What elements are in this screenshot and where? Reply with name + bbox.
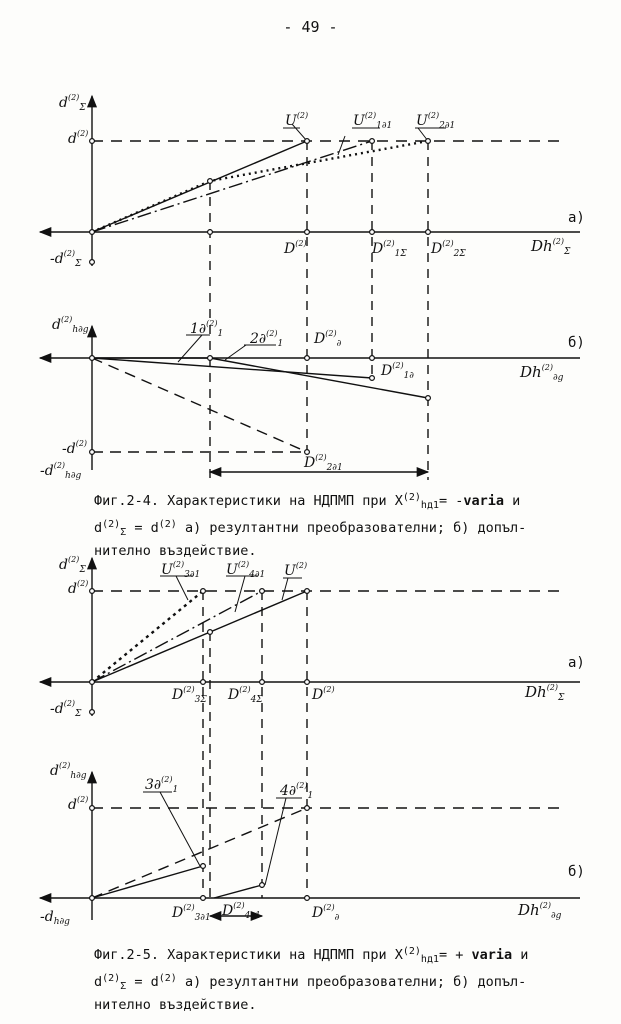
fig1b-y-neg2-label: -d(2)h∂g — [40, 461, 82, 481]
fig2a-leader-U3 — [175, 575, 189, 601]
fig1a-U2-label: U(2)2∂1 — [416, 111, 456, 131]
fig1-panel-a-plot — [38, 94, 580, 480]
fig1b-D-label: D(2)∂ — [314, 329, 342, 349]
fig2b-D-label: D(2)∂ — [312, 903, 340, 923]
fig1b-y-neg1-label: -d(2) — [62, 439, 88, 457]
fig2-caption-line2: d(2)Σ = d(2) а) резултантни преобразоват… — [94, 973, 527, 992]
fig1a-x-D1-label: D(2)1Σ — [372, 239, 407, 259]
fig1b-D2-label: D(2)2∂1 — [304, 453, 343, 473]
fig2b-leader-4 — [264, 797, 287, 886]
fig2a-line-U3 — [91, 590, 204, 683]
fig2b-panel-tag: б) — [568, 864, 585, 880]
fig2-caption: Фиг.2-5. Характеристики на НДПМП при X(2… — [94, 942, 594, 1015]
fig2b-leader-3 — [159, 791, 201, 867]
fig2a-line-U4 — [91, 590, 263, 683]
fig2a-x-D-label: D(2) — [312, 685, 335, 703]
fig1b-dashed-diagonal — [91, 357, 308, 453]
fig1b-leader-2 — [224, 344, 247, 361]
fig1b-x-axis-label: Dh(2)∂g — [520, 363, 564, 383]
fig1a-x-D-label: D(2) — [284, 239, 307, 257]
fig2a-line-U — [91, 590, 308, 683]
fig1a-U-label: U(2) — [285, 111, 309, 129]
fig2a-panel-tag: а) — [568, 655, 585, 671]
fig2a-y-neg-label: -d(2)Σ — [50, 699, 82, 719]
fig2b-line-4 — [213, 884, 263, 899]
fig2-caption-line3: нително въздействие. — [94, 997, 257, 1013]
fig2b-line-3-label: 3∂(2)1 — [145, 775, 179, 795]
fig2a-leader-U4 — [234, 575, 246, 613]
fig1b-panel-tag: б) — [568, 335, 585, 351]
fig1b-line-1 — [91, 357, 373, 379]
fig2a-x-D4-label: D(2)4Σ — [228, 685, 263, 705]
fig1-caption: Фиг.2-4. Характеристики на НДПМП при X(2… — [94, 488, 594, 561]
fig1a-x-axis-label: Dh(2)Σ — [531, 237, 571, 257]
fig1a-x-D2-label: D(2)2Σ — [431, 239, 466, 259]
fig2b-x-axis-label: Dh(2)∂g — [518, 901, 562, 921]
fig2a-y-tick-label: d(2) — [68, 579, 89, 597]
fig1a-U1-label: U(2)1∂1 — [353, 111, 393, 131]
fig1a-line-U1 — [91, 140, 373, 233]
fig2b-y-axis-label: d(2)h∂g — [50, 761, 87, 781]
fig1b-line-2-label: 2∂(2)1 — [250, 329, 284, 349]
fig2a-x-D3-label: D(2)3Σ — [172, 685, 207, 705]
fig2a-U3-label: U(2)3∂1 — [161, 560, 201, 580]
fig2b-line-3 — [91, 865, 204, 899]
fig1-caption-line2: d(2)Σ = d(2) а) резултантни преобразоват… — [94, 519, 527, 538]
fig2a-leader-U — [281, 577, 289, 601]
fig1b-D1-label: D(2)1∂ — [381, 361, 414, 381]
fig1a-panel-tag: а) — [568, 210, 585, 226]
fig1a-leader-U — [291, 123, 308, 142]
fig1b-line-2 — [92, 357, 429, 399]
fig2-panel-b-plot — [38, 770, 580, 922]
fig2b-y-tick-label: d(2) — [68, 795, 89, 813]
fig2b-y-neg-label: -dh∂g — [40, 909, 70, 927]
fig1-panel-b-plot — [38, 324, 580, 478]
fig1a-y-neg-label: -d(2)Σ — [50, 249, 82, 269]
fig2a-U4-label: U(2)4∂1 — [226, 560, 266, 580]
fig1b-line-1-label: 1∂(2)1 — [190, 319, 224, 339]
fig1a-y-tick-label: d(2) — [68, 129, 89, 147]
fig1a-y-axis-label: d(2)Σ — [59, 93, 86, 113]
fig2a-x-axis-label: Dh(2)Σ — [525, 683, 565, 703]
fig1-caption-line3: нително въздействие. — [94, 543, 257, 559]
fig2b-dashed-diagonal — [91, 807, 308, 899]
page-number: - 49 - — [283, 18, 338, 36]
fig2-caption-line1: Фиг.2-5. Характеристики на НДПМП при X(2… — [94, 946, 529, 965]
fig1a-leader-U1 — [337, 135, 346, 156]
fig1a-line-U — [91, 140, 308, 233]
fig1-caption-line1: Фиг.2-4. Характеристики на НДПМП при X(2… — [94, 492, 521, 511]
fig2b-D4-label: D(2)4∂1 — [222, 901, 261, 921]
fig2-panel-a-plot — [38, 556, 580, 898]
fig2a-y-axis-label: d(2)Σ — [59, 555, 86, 575]
fig1b-y-axis-label: d(2)h∂g — [52, 315, 89, 335]
fig2a-U-label: U(2) — [284, 561, 308, 579]
fig2b-line-4-label: 4∂(2)1 — [280, 781, 314, 801]
fig1a-line-U2 — [91, 139, 429, 234]
fig2b-D3-label: D(2)3∂1 — [172, 903, 211, 923]
fig1b-leader-1 — [177, 334, 203, 363]
